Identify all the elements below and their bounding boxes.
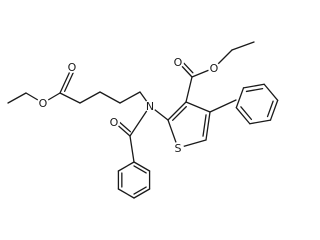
bond-layer — [7, 41, 279, 199]
atom-label-thiophene-s: S — [175, 142, 182, 155]
bond-C3-C4 — [185, 101, 211, 113]
bond-C2-C3-second-line — [171, 105, 187, 121]
atom-mask-ester-o-left-ether — [37, 97, 49, 109]
bond-ch2b-ch2c — [99, 91, 121, 104]
benzoyl-phenyl-ring-bond-3 — [117, 188, 135, 199]
bond-bC-bR1 — [129, 135, 135, 163]
phenyl-ring-inner-bond-3 — [266, 100, 274, 118]
bond-C4-pR1 — [209, 99, 237, 113]
bond-eL_Cc-eL_Oc-second-line — [63, 70, 75, 92]
bond-C4-C5-second-line — [202, 114, 207, 137]
bond-eR_ch2-eR_me — [231, 41, 255, 51]
atom-label-ester-o-right-ether: O — [210, 62, 219, 75]
atom-layer: O O N O O O S — [37, 56, 220, 155]
bond-bC-bO-second-line — [117, 120, 132, 133]
bond-C2-C3 — [167, 101, 187, 121]
benzoyl-phenyl-ring-bond-5 — [117, 161, 135, 172]
bond-eL_me-eL_ch2 — [7, 92, 27, 104]
atom-label-ester-o-left-carbonyl: O — [68, 61, 77, 74]
bond-C4-C5 — [205, 111, 211, 141]
atom-mask-ester-o-left-carbonyl — [66, 61, 78, 73]
bond-eL_Cc-ch2a — [59, 92, 81, 104]
atom-label-amide-n: N — [146, 100, 154, 113]
phenyl-ring-bond-3 — [269, 99, 279, 121]
benzoyl-phenyl-ring-inner-bond-0 — [133, 165, 147, 174]
atom-mask-amide-n — [144, 100, 156, 112]
phenyl-ring-bond-5 — [235, 106, 251, 125]
bond-ch2c-ch2d — [119, 91, 141, 104]
bond-N-bC — [129, 105, 151, 137]
phenyl-ring-inner-bond-5 — [240, 106, 253, 121]
benzoyl-phenyl-ring-inner-bond-2 — [133, 186, 147, 195]
phenyl-ring-bond-0 — [235, 87, 245, 109]
atom-mask-thiophene-s — [172, 142, 184, 154]
phenyl-ring-inner-bond-1 — [245, 87, 264, 93]
bond-C3-eR_Cc — [185, 76, 193, 103]
atom-label-ester-o-right-carbonyl: O — [174, 56, 183, 69]
benzoyl-phenyl-ring-bond-2 — [133, 188, 151, 199]
bond-ch2a-ch2b — [79, 91, 101, 104]
atom-mask-ester-o-right-carbonyl — [172, 56, 184, 68]
chemical-structure-diagram: O O N O O O S — [7, 41, 279, 199]
benzoyl-phenyl-ring-bond-0 — [133, 161, 151, 172]
atom-mask-benzoyl-o — [108, 116, 120, 128]
atom-label-ester-o-left-ether: O — [39, 97, 48, 110]
phenyl-ring-bond-1 — [242, 83, 265, 89]
bond-eR_Cc-eR_Oc-second-line — [181, 60, 194, 74]
atom-mask-ester-o-right-ether — [208, 62, 220, 74]
atom-label-benzoyl-o: O — [110, 116, 119, 129]
phenyl-ring-bond-2 — [263, 83, 279, 102]
phenyl-ring-bond-4 — [249, 119, 272, 125]
